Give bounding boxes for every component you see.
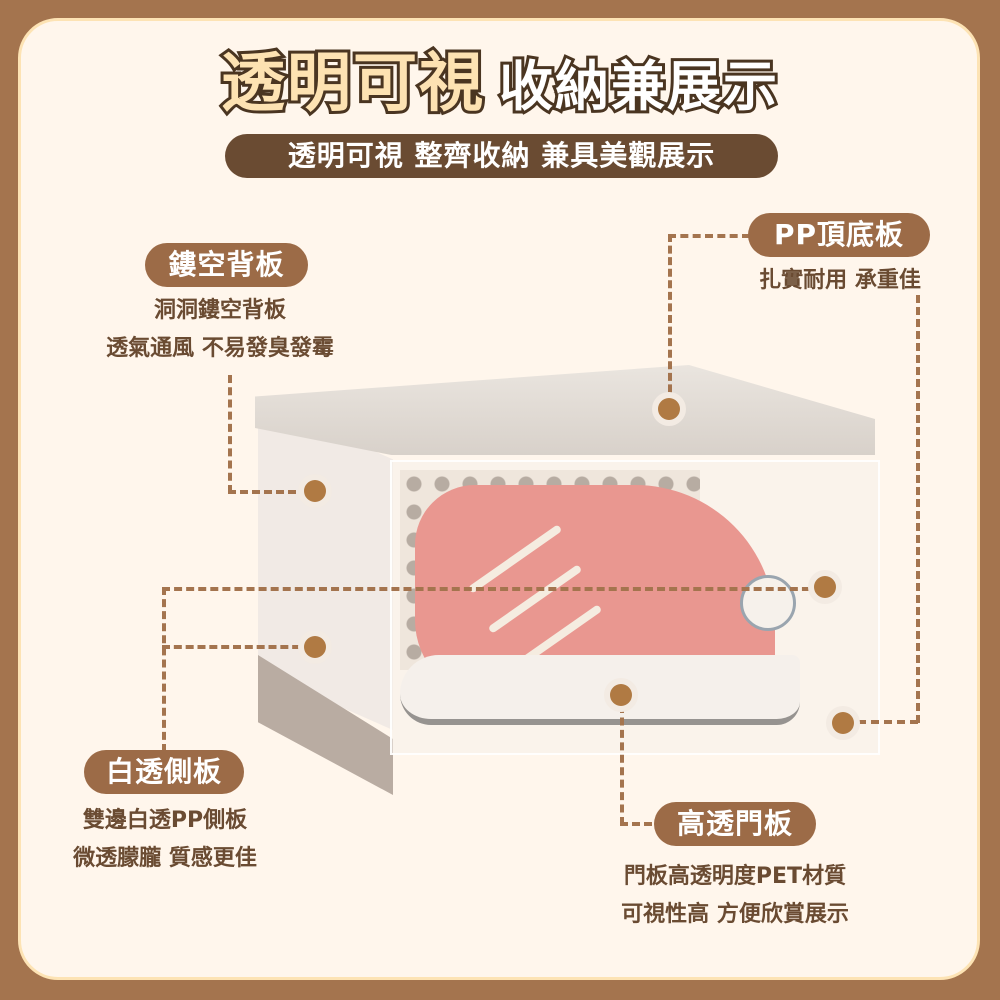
callout-line: [162, 645, 312, 649]
top-lid: [255, 365, 875, 455]
callout-line: [916, 295, 920, 723]
storage-box-image: [250, 355, 890, 805]
marker-dot-side-left: [298, 630, 332, 664]
feature-label-back-panel: 鏤空背板: [145, 243, 308, 287]
callout-line: [228, 490, 308, 494]
feature-desc-line: 雙邊白透PP側板: [82, 808, 248, 833]
callout-line: [162, 587, 822, 591]
transparent-door: [390, 460, 880, 755]
title-highlight: 透明可視: [218, 44, 486, 124]
marker-dot-back: [298, 474, 332, 508]
callout-line: [668, 234, 672, 404]
callout-line: [858, 720, 918, 724]
subtitle-banner: 透明可視 整齊收納 兼具美觀展示: [225, 134, 778, 178]
feature-desc-line: 洞洞鏤空背板: [153, 298, 286, 323]
feature-desc-side-panel: 雙邊白透PP側板 微透朦朧 質感更佳: [40, 802, 290, 878]
callout-line: [620, 705, 624, 825]
feature-label-door: 高透門板: [654, 802, 816, 846]
marker-dot-door: [604, 678, 638, 712]
feature-desc-top-bottom: 扎實耐用 承重佳: [740, 262, 940, 300]
marker-dot-side: [808, 570, 842, 604]
marker-dot-top: [652, 392, 686, 426]
feature-desc-line: 透氣通風 不易發臭發霉: [106, 336, 334, 361]
feature-desc-line: 可視性高 方便欣賞展示: [621, 902, 849, 927]
callout-line: [162, 587, 166, 752]
callout-line: [228, 375, 232, 493]
page-title: 透明可視收納兼展示: [0, 44, 1000, 127]
feature-desc-line: 門板高透明度PET材質: [623, 864, 847, 889]
feature-label-top-bottom: PP頂底板: [748, 213, 930, 257]
feature-desc-line: 扎實耐用 承重佳: [759, 268, 921, 293]
feature-desc-door: 門板高透明度PET材質 可視性高 方便欣賞展示: [590, 858, 880, 934]
feature-label-side-panel: 白透側板: [84, 750, 244, 794]
feature-desc-back-panel: 洞洞鏤空背板 透氣通風 不易發臭發霉: [70, 292, 370, 368]
marker-dot-base: [826, 706, 860, 740]
callout-line: [620, 822, 652, 826]
title-rest: 收納兼展示: [496, 52, 780, 121]
feature-desc-line: 微透朦朧 質感更佳: [73, 846, 257, 871]
callout-line: [668, 234, 750, 238]
